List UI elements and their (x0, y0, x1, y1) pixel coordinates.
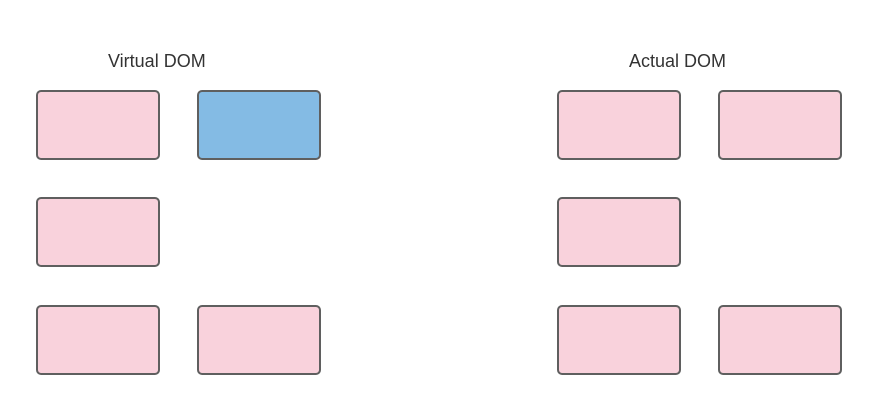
actual-dom-node-r2-c1 (557, 197, 681, 267)
actual-dom-node-r3-c2 (718, 305, 842, 375)
virtual-dom-node-r3-c1 (36, 305, 160, 375)
actual-dom-node-r1-c2 (718, 90, 842, 160)
actual-dom-node-r1-c1 (557, 90, 681, 160)
actual-dom-node-r3-c1 (557, 305, 681, 375)
virtual-dom-node-r3-c2 (197, 305, 321, 375)
virtual-dom-title: Virtual DOM (108, 51, 206, 71)
virtual-dom-node-r2-c1 (36, 197, 160, 267)
virtual-dom-node-r1-c1 (36, 90, 160, 160)
virtual-dom-node-r1-c2-highlighted (197, 90, 321, 160)
actual-dom-title: Actual DOM (629, 51, 727, 71)
